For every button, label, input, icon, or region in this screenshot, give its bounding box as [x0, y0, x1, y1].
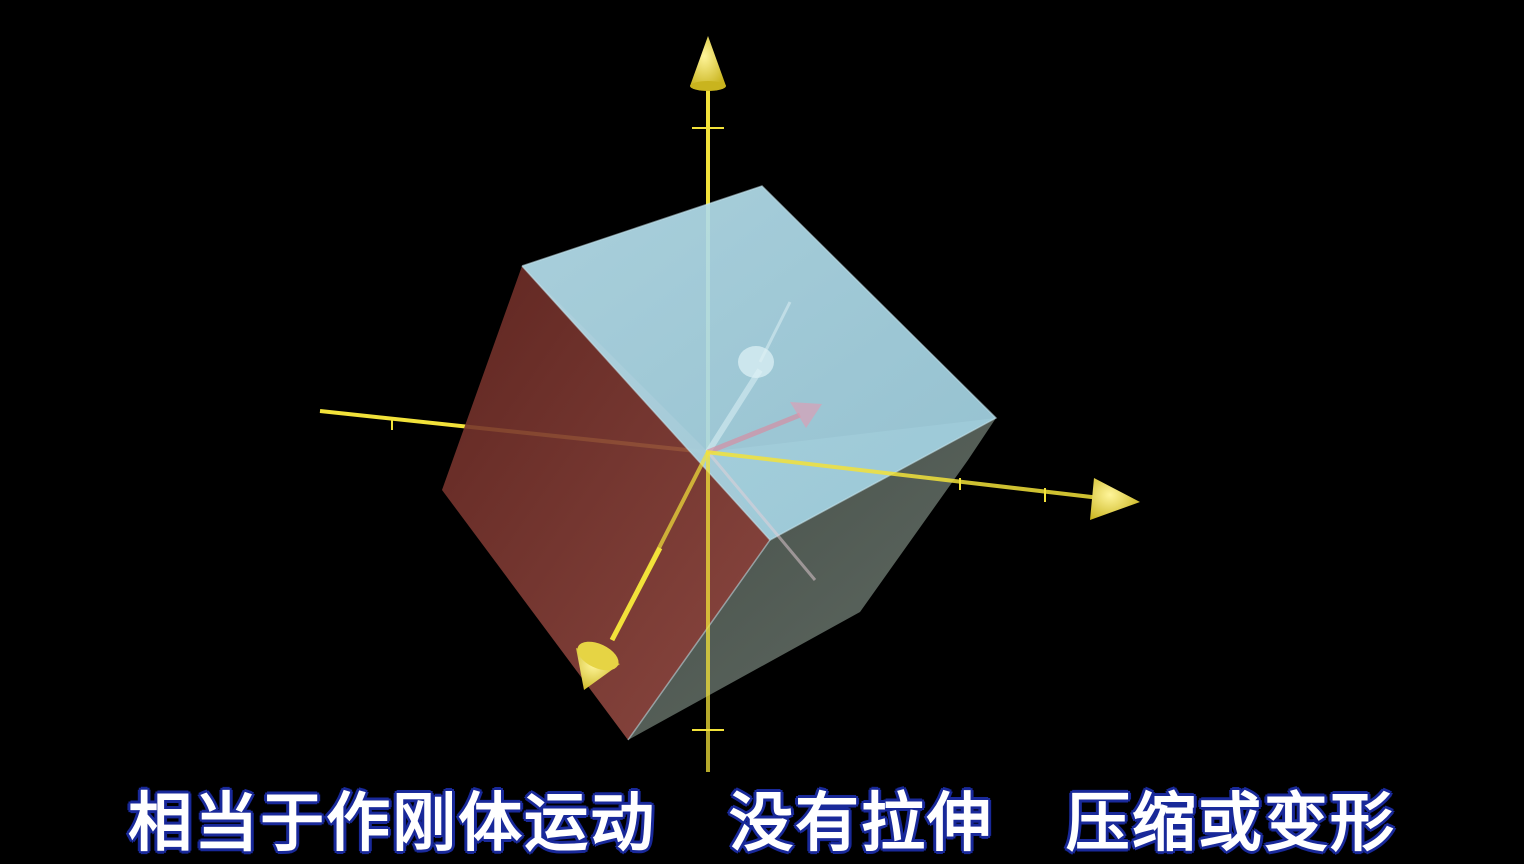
y-axis-arrowhead — [690, 36, 726, 86]
z-axis-arrowhead-base — [577, 641, 619, 671]
axis-ticks — [391, 127, 1046, 731]
cube-left-face — [442, 266, 770, 740]
x-axis-arrowhead — [1090, 478, 1140, 520]
cube-right-face — [628, 418, 996, 740]
axis-lines-front — [609, 450, 1101, 772]
subtitle-caption: 相当于作刚体运动 没有拉伸 压缩或变形 — [128, 787, 1396, 861]
y-axis-arrowhead-base — [690, 81, 726, 91]
cube-edges — [521, 185, 998, 741]
inner-arrows — [705, 301, 822, 581]
